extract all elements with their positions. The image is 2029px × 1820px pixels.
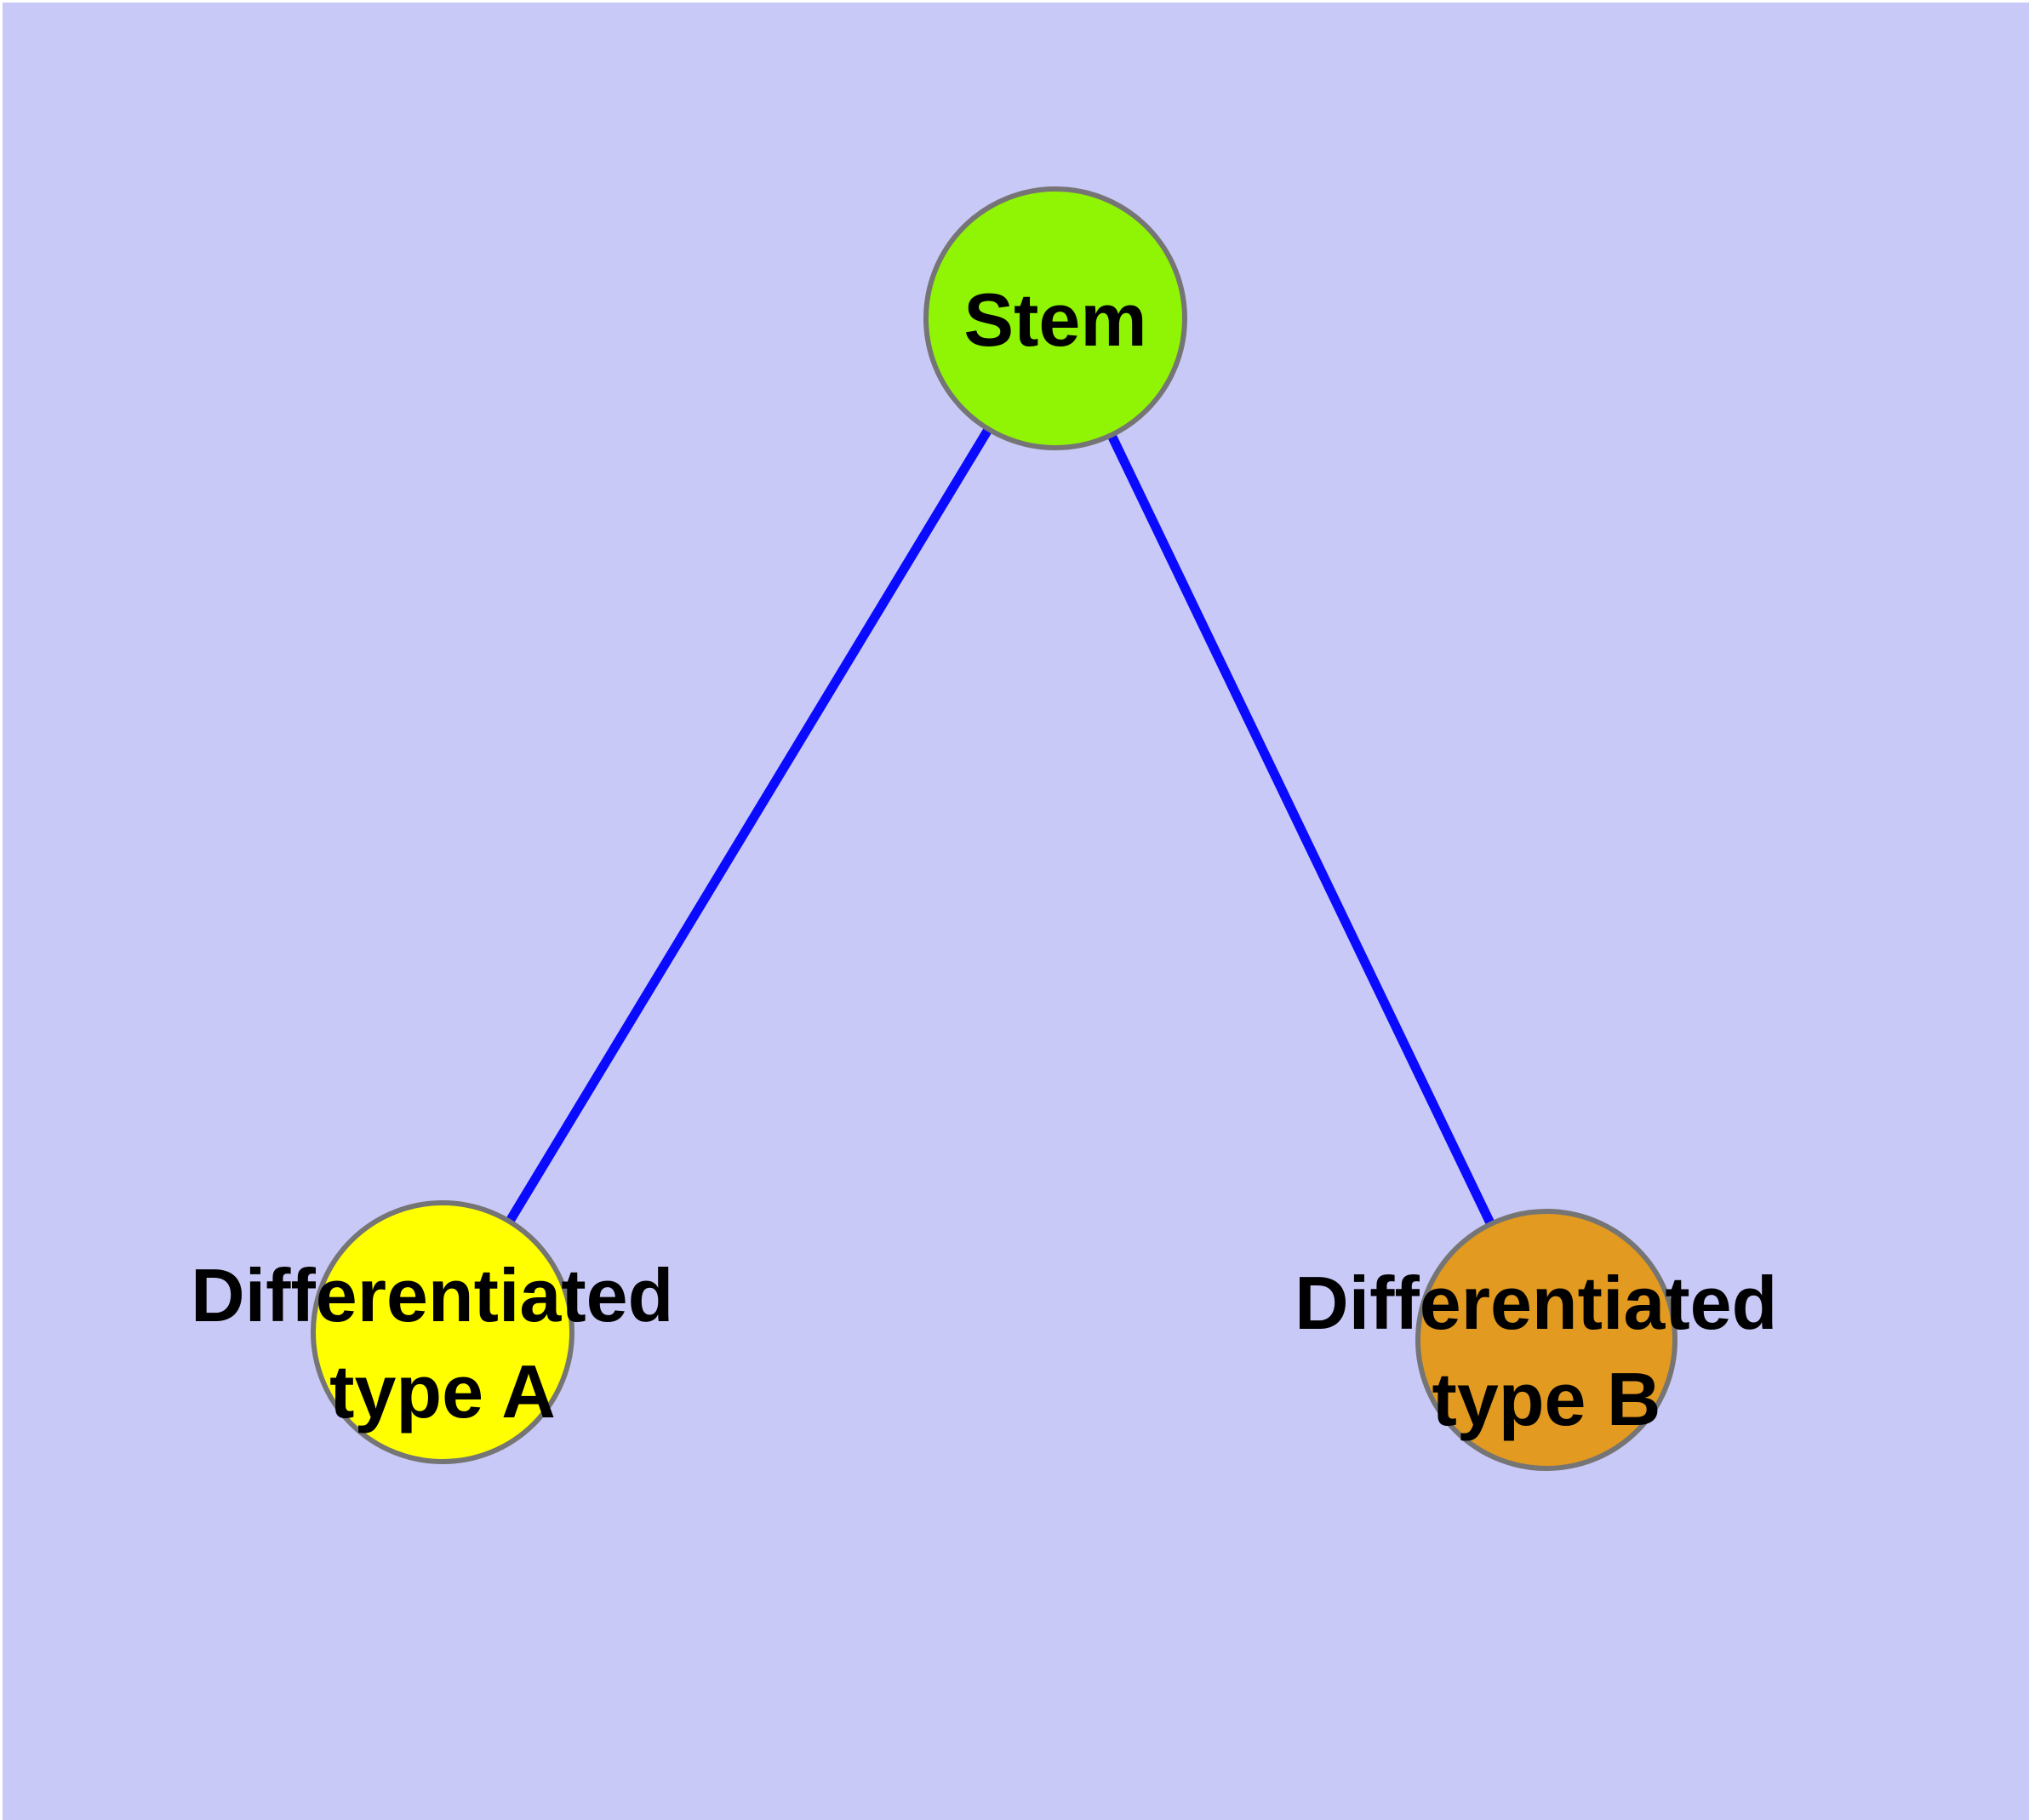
node-stem	[923, 186, 1187, 450]
node-label-line: Differentiated	[191, 1253, 673, 1337]
node-label-stem: Stem	[963, 278, 1146, 362]
node-label-differentiated-type-b: Differentiated type B	[1295, 1261, 1798, 1441]
node-label-line: type B	[1432, 1357, 1661, 1441]
node-label-differentiated-type-a: Differentiated type A	[191, 1253, 694, 1434]
node-label-line: Differentiated	[1295, 1261, 1777, 1345]
edge-stem-to-type-b	[1051, 316, 1551, 1342]
node-differentiated-type-a	[311, 1200, 574, 1464]
node-differentiated-type-b	[1415, 1209, 1677, 1471]
edge-stem-to-type-a	[438, 316, 1060, 1335]
node-label-line: type A	[329, 1349, 556, 1434]
